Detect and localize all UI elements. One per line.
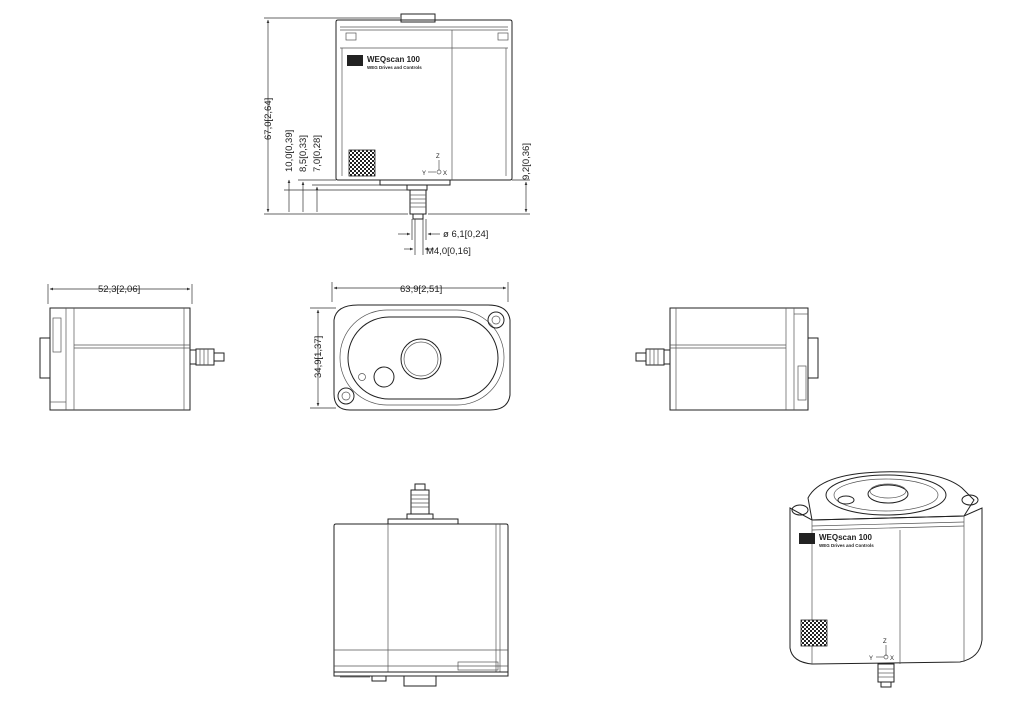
iso-brand-logo: [799, 533, 815, 544]
axis-label-z: Z: [436, 154, 440, 160]
dim-depth: 52,3[2,06]: [98, 284, 140, 295]
axis-marker: Z Y X: [422, 154, 447, 177]
iso-brand-label: WEG Drives and Controls: [819, 543, 874, 548]
dim-height-total: 67,0[2,64]: [263, 98, 274, 140]
dim-7-0: 7,0[0,28]: [312, 135, 323, 172]
dim-thread: M4,0[0,16]: [426, 246, 471, 257]
model-label: WEQscan 100: [367, 55, 420, 64]
top-view: 63,9[2,51] 34,9[1,37]: [310, 282, 511, 411]
dim-shaft-diameter: ø 6,1[0,24]: [443, 229, 488, 240]
iso-qr-code: [800, 619, 828, 647]
qr-code: [348, 149, 376, 177]
dim-side-height: 34,9[1,37]: [313, 336, 324, 378]
iso-axis-marker: Z Y X: [869, 639, 894, 662]
dim-9-2: 9,2[0,36]: [521, 143, 532, 180]
front-view-dimensions: 67,0[2,64] 10,0[0,39] 8,5[0,33] 7,0[0,28…: [263, 17, 532, 257]
rear-view: [333, 483, 509, 687]
axis-label-x: X: [443, 171, 447, 177]
iso-axis-label-z: Z: [883, 639, 887, 645]
iso-model-label: WEQscan 100: [819, 533, 872, 542]
front-view: WEQscan 100 WEG Drives and Controls Z Y …: [335, 13, 513, 220]
axis-label-y: Y: [422, 171, 426, 177]
iso-axis-label-x: X: [890, 656, 894, 662]
iso-axis-label-y: Y: [869, 656, 873, 662]
dim-10: 10,0[0,39]: [284, 130, 295, 172]
dim-8-5: 8,5[0,33]: [298, 135, 309, 172]
brand-label: WEG Drives and Controls: [367, 65, 422, 70]
isometric-view: WEQscan 100 WEG Drives and Controls Z Y …: [789, 471, 983, 688]
brand-logo: [347, 55, 363, 66]
right-side-view: [635, 307, 819, 411]
left-side-view: 52,3[2,06]: [39, 284, 225, 411]
dim-width: 63,9[2,51]: [400, 284, 442, 295]
